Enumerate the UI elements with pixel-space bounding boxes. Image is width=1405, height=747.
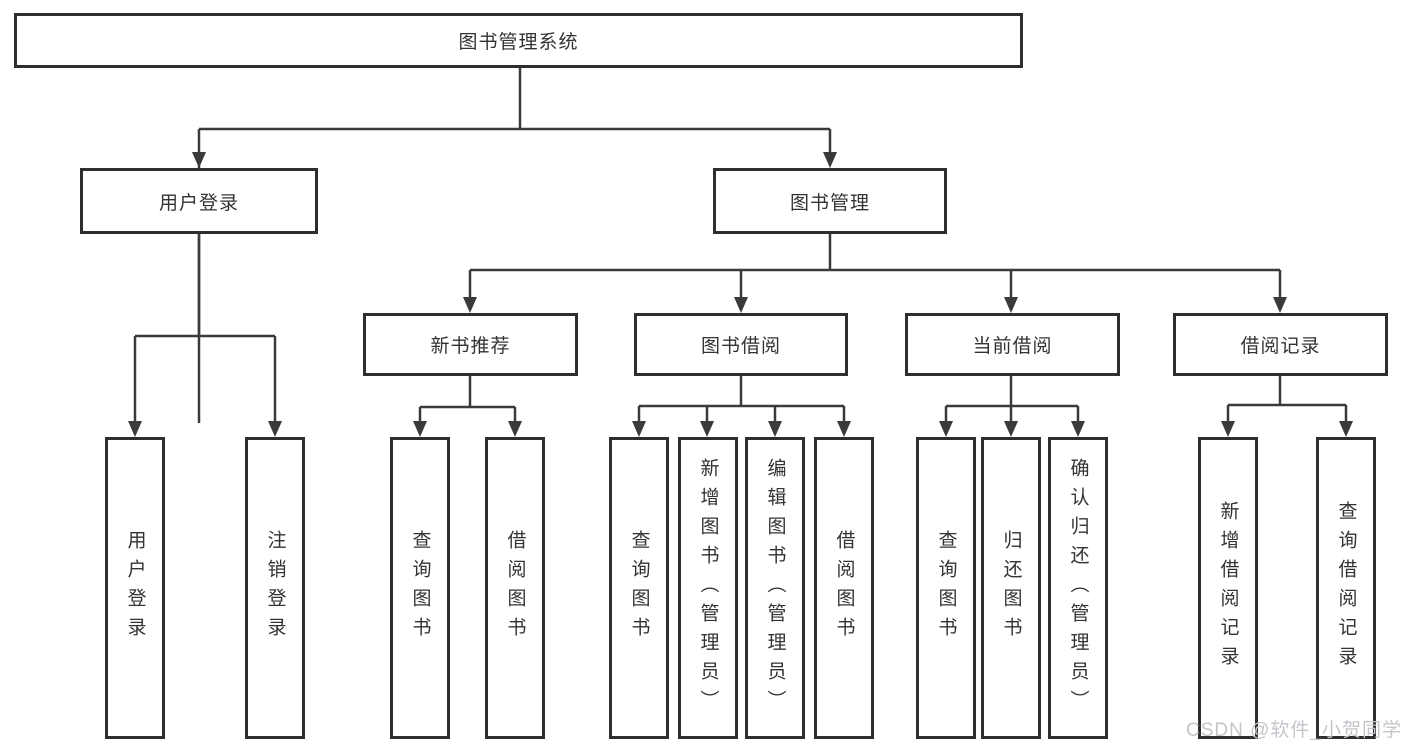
arrowhead-icon [508,421,522,437]
arrowhead-icon [192,152,206,168]
leaf-edit-books-admin: 编辑图书（管理员） [745,437,805,739]
node-borrowing-records: 借阅记录 [1173,313,1388,376]
arrowhead-icon [413,421,427,437]
leaf-query-borrow-record: 查询借阅记录 [1316,437,1376,739]
arrowhead-icon [1221,421,1235,437]
node-root: 图书管理系统 [14,13,1023,68]
node-book-management: 图书管理 [713,168,947,234]
leaf-query-books-borrowing: 查询图书 [609,437,669,739]
leaf-user-login-label: 用户登录 [124,530,146,646]
arrowhead-icon [1339,421,1353,437]
arrowhead-icon [463,297,477,313]
node-borrowing-records-label: 借阅记录 [1240,336,1321,357]
arrowhead-icon [768,421,782,437]
node-user-login: 用户登录 [80,168,318,234]
node-current-borrowing: 当前借阅 [905,313,1120,376]
leaf-borrow-books-recommend: 借阅图书 [485,437,545,739]
node-book-borrowing-label: 图书借阅 [700,336,781,357]
arrowhead-icon [1004,297,1018,313]
leaf-add-books-admin-label: 新增图书（管理员） [697,457,719,719]
arrowhead-icon [1071,421,1085,437]
node-new-book-recommend: 新书推荐 [363,313,578,376]
arrowhead-icon [734,297,748,313]
node-book-borrowing: 图书借阅 [634,313,848,376]
connector-current-to-leaves [944,376,1080,429]
watermark: CSDN @软件_小贺同学 [1186,720,1402,741]
arrowhead-icon [823,152,837,168]
leaf-return-books: 归还图书 [981,437,1041,739]
leaf-query-borrow-record-label: 查询借阅记录 [1335,501,1357,675]
arrowhead-icon [632,421,646,437]
leaf-borrow-books-borrowing-label: 借阅图书 [833,530,855,646]
connector-newbooks-to-leaves [418,376,517,429]
connector-borrowing-to-leaves [637,376,846,429]
arrowhead-icon [128,421,142,437]
arrowhead-icon [1273,297,1287,313]
node-user-login-label: 用户登录 [158,192,239,214]
leaf-query-books-recommend-label: 查询图书 [409,530,431,646]
leaf-confirm-return-admin: 确认归还（管理员） [1048,437,1108,739]
leaf-query-books-current-label: 查询图书 [935,530,957,646]
leaf-add-borrow-record-label: 新增借阅记录 [1217,501,1239,675]
leaf-query-books-current: 查询图书 [916,437,976,739]
node-new-book-recommend-label: 新书推荐 [430,336,511,357]
leaf-add-books-admin: 新增图书（管理员） [678,437,738,739]
leaf-borrow-books-borrowing: 借阅图书 [814,437,874,739]
node-book-management-label: 图书管理 [789,192,870,214]
leaf-confirm-return-admin-label: 确认归还（管理员） [1067,457,1089,719]
arrowhead-icon [939,421,953,437]
node-current-borrowing-label: 当前借阅 [972,336,1053,357]
leaf-add-borrow-record: 新增借阅记录 [1198,437,1258,739]
leaf-query-books-borrowing-label: 查询图书 [628,530,650,646]
arrowhead-icon [700,421,714,437]
connector-bookmgmt-to-level3 [468,234,1282,305]
leaf-logout-label: 注销登录 [264,530,286,646]
leaf-edit-books-admin-label: 编辑图书（管理员） [764,457,786,719]
arrowhead-icon [837,421,851,437]
leaf-query-books-recommend: 查询图书 [390,437,450,739]
arrowheads [128,152,1353,437]
leaf-logout: 注销登录 [245,437,305,739]
connector-records-to-leaves [1226,376,1348,429]
connector-root-to-level2 [197,68,832,423]
leaf-borrow-books-recommend-label: 借阅图书 [504,530,526,646]
arrowhead-icon [268,421,282,437]
leaf-user-login: 用户登录 [105,437,165,739]
leaf-return-books-label: 归还图书 [1000,530,1022,646]
node-root-label: 图书管理系统 [458,32,579,53]
arrowhead-icon [1004,421,1018,437]
connector-userlogin-to-leaves [133,234,277,429]
